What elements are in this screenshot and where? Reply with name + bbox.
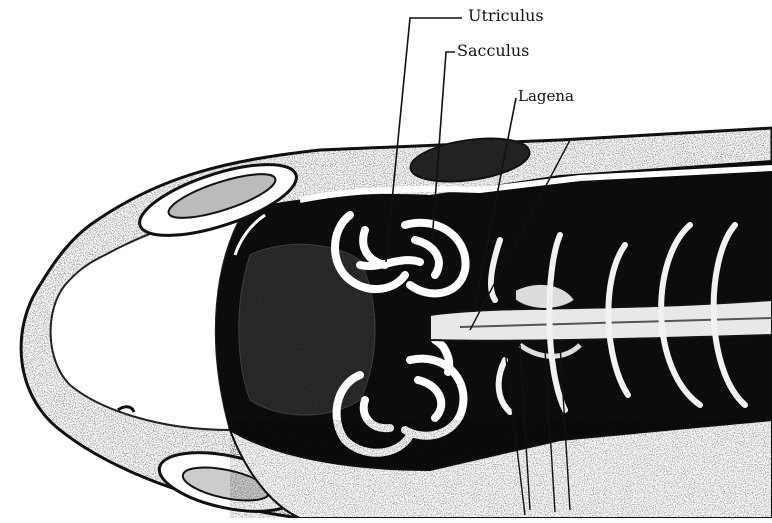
label-sacculus: Sacculus <box>457 43 529 59</box>
label-lagena: Lagena <box>518 89 574 104</box>
label-utriculus: Utriculus <box>468 8 544 24</box>
